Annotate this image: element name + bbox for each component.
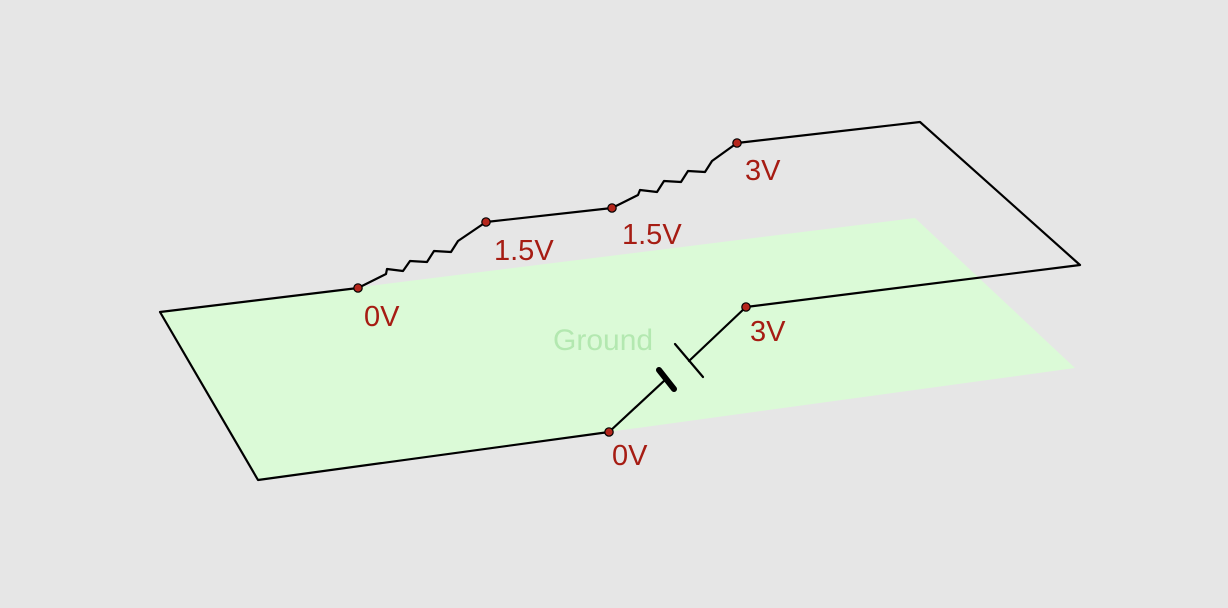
- wire-right-loop: [735, 120, 1082, 309]
- resistor-1: [356, 220, 488, 290]
- wire-between-resistors: [484, 206, 614, 224]
- voltage-label-r2-left: 1.5V: [622, 219, 682, 251]
- battery-wire-negative: [607, 378, 667, 434]
- wire-left-loop: [158, 286, 611, 482]
- node-r1-right: [481, 217, 491, 227]
- node-r2-left: [607, 203, 617, 213]
- voltage-label-r1-left: 0V: [364, 301, 400, 333]
- ground-plane-label: Ground: [553, 324, 653, 357]
- node-battery-positive: [741, 302, 751, 312]
- battery-negative-plate: [656, 367, 677, 392]
- node-r2-right: [732, 138, 742, 148]
- voltage-label-r1-right: 1.5V: [494, 235, 554, 267]
- voltage-label-r2-right: 3V: [745, 155, 781, 187]
- resistor-2: [610, 141, 739, 210]
- node-battery-negative: [604, 427, 614, 437]
- ground-plane: [160, 218, 1075, 480]
- voltage-label-battery-positive: 3V: [750, 316, 786, 348]
- voltage-label-battery-negative: 0V: [612, 440, 648, 472]
- battery-wire-positive: [687, 305, 748, 363]
- node-r1-left: [353, 283, 363, 293]
- battery-positive-plate: [673, 342, 705, 379]
